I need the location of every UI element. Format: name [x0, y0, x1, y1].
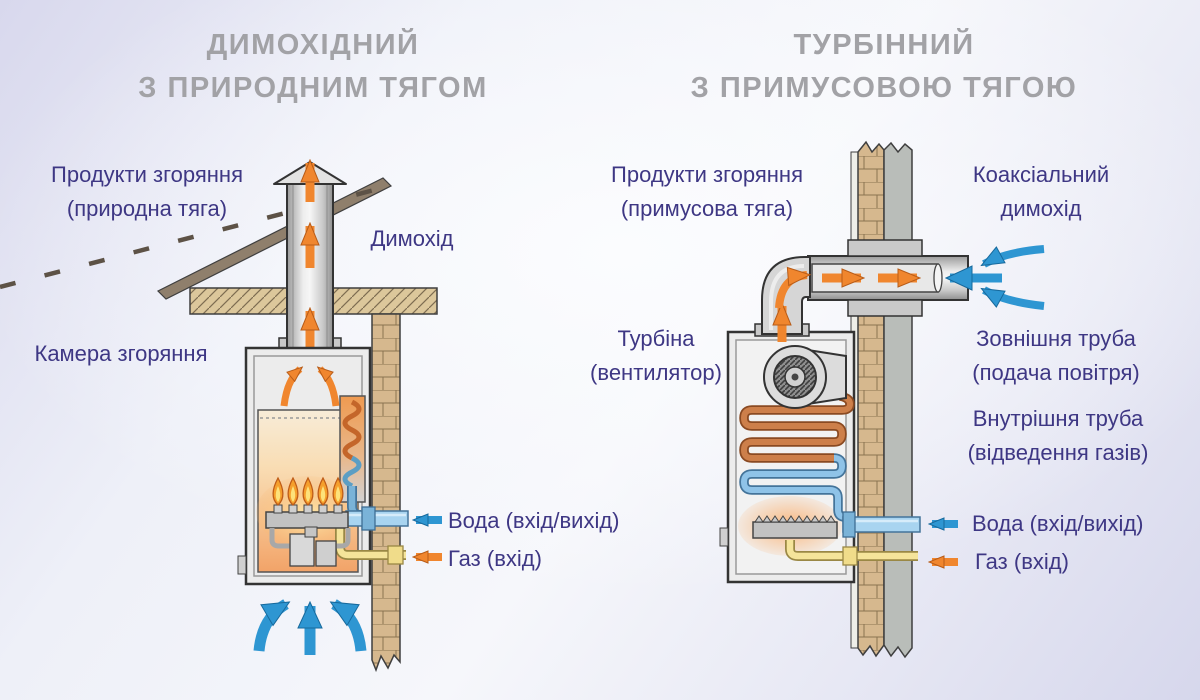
exhaust-flow-arrow-icon	[779, 275, 917, 342]
burner-right	[752, 515, 838, 539]
air-in-arrow-icon	[984, 286, 1045, 310]
label-water-right: Вода (вхід/вихід)	[972, 511, 1144, 536]
burner-left	[265, 504, 349, 529]
label-combustion-products-left: Продукти згоряння (природна тяга)	[51, 162, 243, 221]
label-inner-pipe: Внутрішня труба (відведення газів)	[967, 406, 1149, 465]
label-gas-left: Газ (вхід)	[448, 546, 542, 571]
hot-draft-arrow-icon	[280, 369, 340, 407]
water-pipe-left	[345, 506, 409, 531]
air-intake-arrow-icon	[334, 599, 367, 652]
turbine-fan	[763, 345, 847, 409]
air-in-arrow-icon	[984, 245, 1045, 268]
right-title-line1: ТУРБІННИЙ	[793, 29, 975, 61]
left-title-line1: ДИМОХІДНИЙ	[206, 29, 420, 61]
gas-pipe-right	[785, 540, 918, 566]
air-intake-arrows	[253, 599, 367, 655]
heat-exchanger-left	[339, 395, 366, 520]
label-water-left: Вода (вхід/вихід)	[448, 508, 620, 533]
left-title-line2: З ПРИРОДНИМ ТЯГОМ	[138, 72, 488, 104]
left-diagram-title: ДИМОХІДНИЙ З ПРИРОДНИМ ТЯГОМ	[138, 24, 488, 110]
outside-air-arrows	[950, 245, 1045, 310]
right-diagram-title: ТУРБІННИЙ З ПРИМУСОВОЮ ТЯГОЮ	[691, 24, 1078, 110]
left-diagram	[0, 162, 442, 673]
serpentine-heat-exchanger	[739, 391, 855, 522]
label-outer-pipe: Зовнішня труба (подача повітря)	[972, 326, 1140, 385]
water-pipe-right	[842, 511, 921, 538]
air-intake-arrow-icon	[253, 599, 286, 652]
label-combustion-products-right: Продукти згоряння (примусова тяга)	[611, 162, 803, 221]
label-coaxial-chimney: Коаксіальний димохід	[972, 162, 1110, 221]
label-chimney: Димохід	[370, 226, 454, 251]
right-title-line2: З ПРИМУСОВОЮ ТЯГОЮ	[690, 72, 1078, 104]
wall-right	[850, 140, 913, 659]
wall-flange	[847, 239, 923, 317]
label-turbine-fan: Турбіна (вентилятор)	[590, 326, 722, 385]
brick-wall-left	[371, 313, 401, 673]
label-gas-right: Газ (вхід)	[975, 549, 1069, 574]
right-diagram	[719, 140, 1045, 659]
label-combustion-chamber: Камера згоряння	[34, 341, 208, 366]
gas-control-unit	[269, 526, 351, 567]
